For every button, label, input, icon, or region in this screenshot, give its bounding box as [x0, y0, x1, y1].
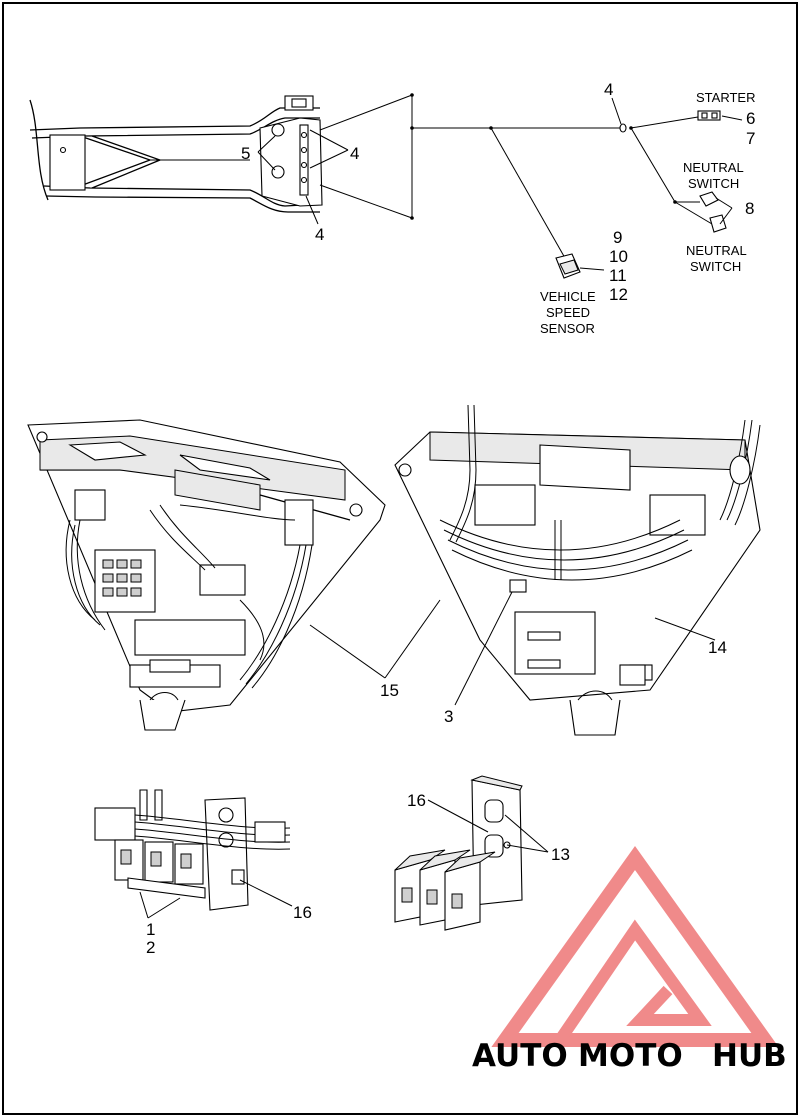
callout-16-left: 16 — [293, 903, 312, 922]
automotohub-logo — [491, 845, 779, 1047]
vss-label-line2: SPEED — [546, 305, 590, 320]
vss-connector — [555, 253, 581, 279]
relay-assembly-left — [94, 789, 291, 911]
callout-10: 10 — [609, 247, 628, 266]
starter-label: STARTER — [696, 90, 755, 105]
callout-3: 3 — [444, 707, 453, 726]
callout-6: 6 — [746, 109, 755, 128]
neutral-switch-top-line1: NEUTRAL — [683, 160, 744, 175]
relay-bracket-right — [394, 775, 523, 931]
neutral-switch-bottom-line2: SWITCH — [690, 259, 741, 274]
callout-15: 15 — [380, 681, 399, 700]
callout-1: 1 — [146, 920, 155, 939]
callout-4-top: 4 — [604, 80, 613, 99]
watermark-moto: MOTO — [578, 1038, 683, 1074]
electrical-caddy-right-illustration — [394, 404, 761, 736]
callout-12: 12 — [609, 285, 628, 304]
watermark-auto: AUTO — [472, 1038, 568, 1074]
watermark-hub: HUB — [712, 1038, 787, 1074]
callout-8: 8 — [745, 199, 754, 218]
callout-2: 2 — [146, 938, 155, 957]
electrical-caddy-left-illustration — [27, 419, 386, 731]
vss-label-line1: VEHICLE — [540, 289, 596, 304]
callout-4-bottom: 4 — [315, 225, 324, 244]
neutral-switch-bottom-line1: NEUTRAL — [686, 243, 747, 258]
callout-7: 7 — [746, 129, 755, 148]
automotohub-watermark: AUTO MOTO HUB — [472, 845, 787, 1074]
neutral-switch-top-line2: SWITCH — [688, 176, 739, 191]
callout-16-right: 16 — [407, 791, 426, 810]
callout-11: 11 — [609, 266, 627, 285]
callout-5: 5 — [241, 144, 250, 163]
callout-13: 13 — [551, 845, 570, 864]
vss-label-line3: SENSOR — [540, 321, 595, 336]
frame-rail-illustration — [29, 93, 743, 279]
callout-4-right: 4 — [350, 144, 359, 163]
callout-14: 14 — [708, 638, 727, 657]
callout-9: 9 — [613, 228, 622, 247]
fuse-block — [94, 549, 156, 613]
